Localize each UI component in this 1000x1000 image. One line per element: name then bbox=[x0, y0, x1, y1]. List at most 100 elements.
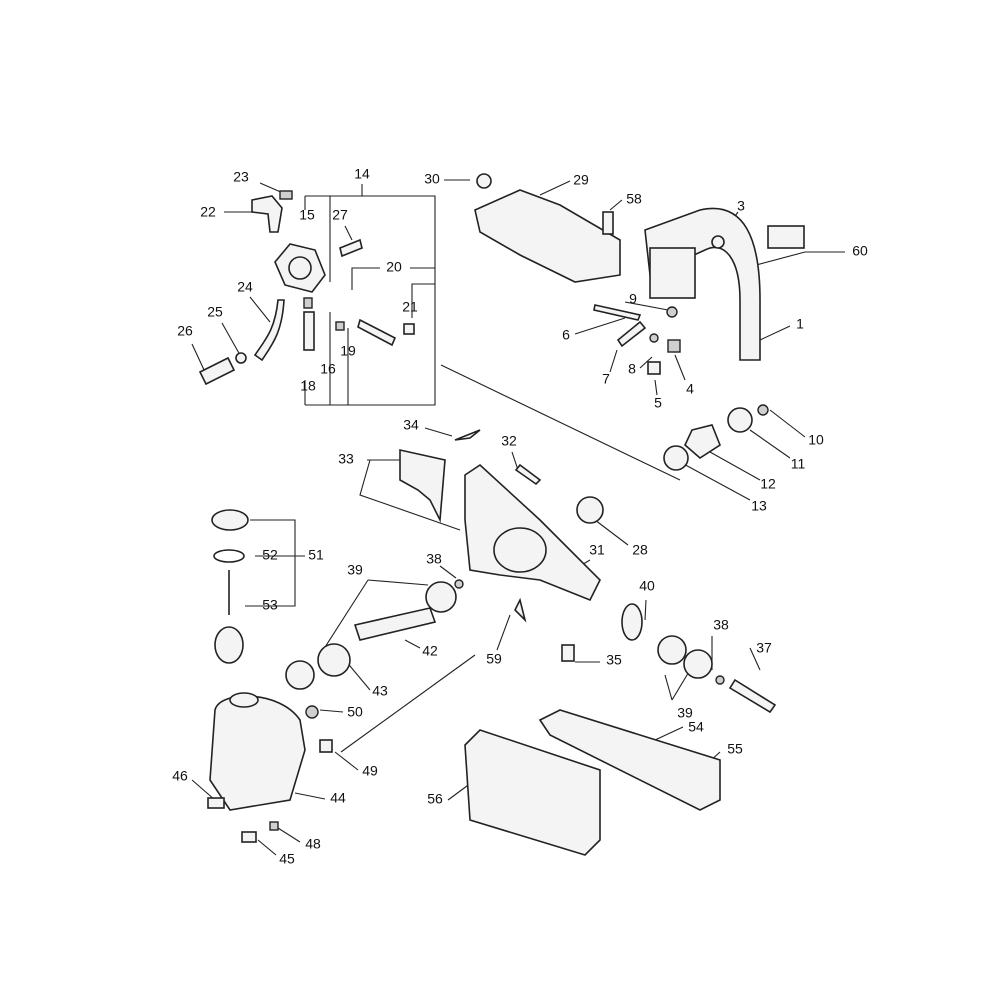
part-54-55 bbox=[538, 709, 721, 811]
part-label-31: 31 bbox=[589, 542, 605, 558]
part-label-49: 49 bbox=[362, 763, 378, 779]
part-label-54: 54 bbox=[688, 719, 704, 735]
tank-cap bbox=[229, 692, 259, 708]
part-label-59: 59 bbox=[486, 651, 502, 667]
part-34 bbox=[454, 429, 481, 441]
part-3 bbox=[711, 235, 725, 249]
part-label-24: 24 bbox=[237, 279, 253, 295]
part-12 bbox=[684, 424, 721, 459]
part-label-28: 28 bbox=[632, 542, 648, 558]
part-label-32: 32 bbox=[501, 433, 517, 449]
part-label-46: 46 bbox=[172, 768, 188, 784]
part-22 bbox=[251, 195, 283, 233]
part-label-5: 5 bbox=[654, 395, 662, 411]
part-label-53: 53 bbox=[262, 597, 278, 613]
part-16 bbox=[303, 297, 313, 309]
part-label-60: 60 bbox=[852, 243, 868, 259]
part-label-19: 19 bbox=[340, 343, 356, 359]
part-43 bbox=[317, 643, 351, 677]
part-46 bbox=[207, 797, 225, 809]
part-label-38: 38 bbox=[713, 617, 729, 633]
part-53-loop bbox=[214, 626, 244, 664]
part-30 bbox=[476, 173, 492, 189]
part-label-11: 11 bbox=[791, 456, 806, 472]
parts-shapes bbox=[198, 173, 805, 856]
part-label-39: 39 bbox=[347, 562, 363, 578]
part-32 bbox=[514, 463, 542, 486]
part-58 bbox=[602, 211, 614, 235]
part-49 bbox=[319, 739, 333, 753]
part-label-40: 40 bbox=[639, 578, 655, 594]
part-label-9: 9 bbox=[629, 291, 637, 307]
part-label-6: 6 bbox=[562, 327, 570, 343]
part-label-13: 13 bbox=[751, 498, 767, 514]
part-label-42: 42 bbox=[422, 643, 438, 659]
part-8 bbox=[649, 333, 659, 343]
part-label-38: 38 bbox=[426, 551, 442, 567]
part-label-4: 4 bbox=[686, 381, 694, 397]
part-label-44: 44 bbox=[330, 790, 346, 806]
part-37 bbox=[728, 678, 777, 714]
part-18 bbox=[303, 311, 315, 351]
part-label-10: 10 bbox=[808, 432, 824, 448]
part-10 bbox=[757, 404, 769, 416]
part-label-15: 15 bbox=[299, 207, 315, 223]
part-label-33: 33 bbox=[338, 451, 354, 467]
part-35 bbox=[561, 644, 575, 662]
part-50 bbox=[305, 705, 319, 719]
part-4 bbox=[667, 339, 681, 353]
part-1-plate bbox=[649, 247, 696, 299]
part-39-bearing-2 bbox=[285, 660, 315, 690]
part-label-34: 34 bbox=[403, 417, 419, 433]
part-27 bbox=[339, 238, 363, 258]
part-label-21: 21 bbox=[402, 299, 418, 315]
part-38 bbox=[454, 579, 464, 589]
part-label-18: 18 bbox=[300, 378, 316, 394]
part-59 bbox=[514, 597, 527, 623]
housing-bore bbox=[493, 527, 547, 573]
part-label-51: 51 bbox=[308, 547, 324, 563]
part-23 bbox=[279, 190, 293, 200]
part-25 bbox=[235, 352, 247, 364]
part-44 bbox=[209, 695, 306, 811]
part-label-58: 58 bbox=[626, 191, 642, 207]
part-label-39: 39 bbox=[677, 705, 693, 721]
part-label-23: 23 bbox=[233, 169, 249, 185]
part-label-25: 25 bbox=[207, 304, 223, 320]
part-label-43: 43 bbox=[372, 683, 388, 699]
part-19 bbox=[335, 321, 345, 331]
part-label-16: 16 bbox=[320, 361, 336, 377]
part-label-27: 27 bbox=[332, 207, 348, 223]
part-label-50: 50 bbox=[347, 704, 363, 720]
part-label-52: 52 bbox=[262, 547, 278, 563]
part-label-30: 30 bbox=[424, 171, 440, 187]
part-label-20: 20 bbox=[386, 259, 402, 275]
part-20 bbox=[357, 318, 397, 347]
part-label-45: 45 bbox=[279, 851, 295, 867]
part-28 bbox=[576, 496, 604, 524]
part-label-7: 7 bbox=[602, 371, 610, 387]
part-52 bbox=[213, 549, 245, 563]
part-42 bbox=[353, 607, 437, 641]
part-9 bbox=[666, 306, 678, 318]
part-5 bbox=[647, 361, 661, 375]
part-24 bbox=[253, 299, 285, 362]
part-11 bbox=[727, 407, 753, 433]
part-label-22: 22 bbox=[200, 204, 216, 220]
part-39-bearing-4 bbox=[683, 649, 713, 679]
part-21 bbox=[403, 323, 415, 335]
part-7 bbox=[616, 320, 647, 348]
part-label-37: 37 bbox=[756, 640, 772, 656]
part-60 bbox=[767, 225, 805, 249]
part-38-clip bbox=[715, 675, 725, 685]
part-51 bbox=[211, 509, 249, 531]
part-26 bbox=[198, 356, 236, 386]
part-label-56: 56 bbox=[427, 791, 443, 807]
part-40 bbox=[621, 603, 643, 641]
part-label-35: 35 bbox=[606, 652, 622, 668]
part-label-8: 8 bbox=[628, 361, 636, 377]
part-label-14: 14 bbox=[354, 166, 370, 182]
part-label-26: 26 bbox=[177, 323, 193, 339]
